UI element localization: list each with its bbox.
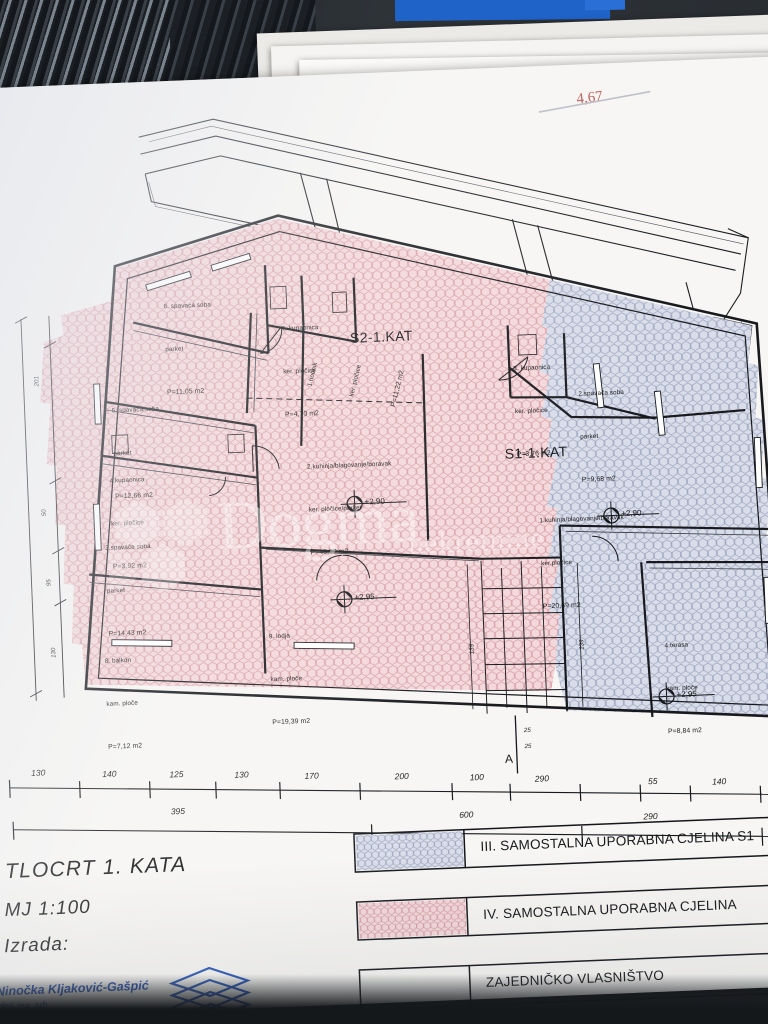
dim-lower-1: 600 — [458, 809, 474, 820]
room-label-6: 6. spavaća soba parket P=11,05 m2 — [163, 301, 212, 396]
dim-upper-3: 130 — [234, 769, 249, 780]
dim-inner-1: 25 — [523, 726, 531, 735]
room-label-8-balkon: 8. balkon kam. ploče P=7,12 m2 — [104, 656, 143, 751]
dim-lower-0: 395 — [170, 805, 186, 817]
dim-upper-9: 140 — [711, 776, 727, 787]
dim-inner-0: 139 — [468, 643, 476, 655]
dim-upper-2: 125 — [169, 768, 184, 780]
dim-inner-2: 139 — [578, 639, 586, 650]
elevation-2: +2,95 — [354, 592, 375, 602]
room-label-1-kuhinja: 1.kuhinja/blagovanje/boravak ker.pločice… — [539, 513, 624, 610]
room-label-2-kuhinja: 2.kuhinja/blagovanje/boravak ker. pločic… — [306, 460, 392, 557]
bottom-shadow — [0, 974, 768, 1024]
floor-plan-sheet: 6. spavaća soba parket P=11,05 m2 7. kup… — [0, 54, 768, 1024]
dim-side-left-2: 95 — [45, 579, 53, 587]
dim-upper-6: 100 — [469, 771, 485, 783]
dim-side-left-0: 201 — [33, 375, 41, 387]
dim-upper-8: 55 — [647, 775, 658, 787]
blue-strip — [394, 0, 611, 22]
elevation-4: +2,95 — [676, 689, 697, 700]
dim-upper-7: 290 — [534, 773, 550, 784]
elevation-3: +2,90 — [621, 508, 642, 519]
handwritten-strike-icon — [538, 90, 651, 113]
prepared-by-label: Izrada: — [3, 933, 70, 958]
room-label-3-kupaonica: 3. kupaonica ker. pločice P=3,76 m2 — [513, 363, 551, 458]
unit-label-s1: S1-1.KAT — [504, 443, 568, 462]
dim-upper-1: 140 — [102, 768, 117, 780]
unit-label-s2: S2-1.KAT — [349, 327, 414, 346]
elevation-1: +2,90 — [364, 496, 385, 507]
blue-strip-secondary — [584, 0, 626, 11]
dim-side-left-1: 50 — [40, 509, 48, 517]
floor-plan-drawing: 6. spavaća soba parket P=11,05 m2 7. kup… — [0, 55, 768, 1024]
dim-upper-0: 130 — [30, 767, 46, 778]
section-mark-a: A — [504, 751, 514, 766]
dim-side-left-3: 130 — [50, 647, 58, 659]
dim-upper-4: 170 — [304, 770, 319, 782]
scale-label: MJ 1:100 — [4, 896, 92, 922]
dim-inner-3: 25 — [524, 742, 532, 751]
room-label-9-lodja: 9. lodja kam. ploče P=19,39 m2 — [268, 632, 311, 726]
dim-lower-2: 290 — [643, 810, 658, 822]
room-label-4-terasa: 4.terasa kam. ploče P=8,84 m2 — [664, 641, 703, 735]
dim-upper-5: 200 — [394, 770, 409, 782]
